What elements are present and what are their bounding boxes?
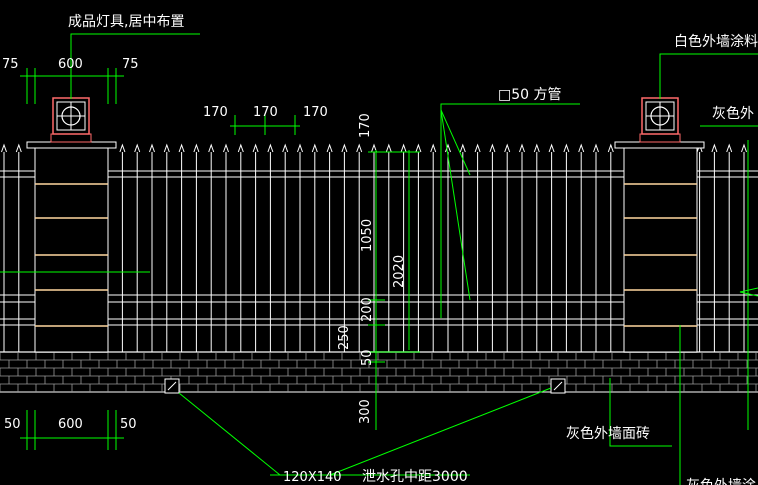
fence-bar-spike bbox=[134, 143, 141, 153]
brick-plinth bbox=[0, 351, 758, 392]
fence-bar-spike bbox=[356, 143, 363, 153]
dim-v-200: 200 bbox=[360, 297, 375, 322]
dim-top-left-b: 600 bbox=[58, 57, 83, 72]
leader-lines bbox=[0, 33, 758, 485]
bottom-cut-label: 灰色外墙涂 bbox=[686, 477, 756, 485]
fence-bar-spike bbox=[489, 143, 496, 153]
fence-bar-spike bbox=[1, 143, 7, 153]
square-tube-label: □50 方管 bbox=[498, 87, 562, 103]
fence-bar-spike bbox=[504, 143, 511, 153]
dim-top-left-a: 75 bbox=[2, 57, 19, 72]
drain-spacing-label: 泄水孔中距3000 bbox=[362, 469, 468, 485]
dim-v-250: 250 bbox=[337, 325, 352, 350]
gray-brick-label: 灰色外墙面砖 bbox=[566, 425, 650, 442]
dim-top-left-c: 75 bbox=[122, 57, 139, 72]
fence-bar-spike bbox=[400, 143, 407, 153]
fence-bar-spike bbox=[726, 143, 733, 153]
fence-bar-spike bbox=[237, 143, 244, 153]
lamp-note-label: 成品灯具,居中布置 bbox=[68, 14, 184, 30]
fence-bar-spike bbox=[326, 143, 333, 153]
fence-bar-spike bbox=[548, 143, 555, 153]
fence-bar-spike bbox=[208, 143, 215, 153]
fence-bar-spike bbox=[385, 143, 392, 153]
dim-bot-left-a: 50 bbox=[4, 417, 21, 432]
fence-bar-spike bbox=[282, 143, 289, 153]
dim-bar-c: 170 bbox=[303, 105, 328, 120]
fence-bar-spike bbox=[163, 143, 170, 153]
dim-v-300: 300 bbox=[358, 399, 373, 424]
dim-v-170: 170 bbox=[358, 113, 373, 138]
fence-bar-spike bbox=[415, 143, 422, 153]
fence-bar-spike bbox=[593, 143, 599, 153]
fence-bar-spike bbox=[149, 143, 155, 153]
pillar-right bbox=[614, 141, 705, 353]
fence-bar-spike bbox=[223, 143, 229, 153]
fence-bar-spike bbox=[252, 143, 259, 153]
drain-size-label: 120X140 bbox=[283, 470, 342, 485]
dim-v-50: 50 bbox=[360, 349, 375, 366]
fence-bar-spike bbox=[474, 143, 481, 153]
fence-bar-spike bbox=[15, 143, 22, 153]
lamp-fixture-icon bbox=[50, 97, 92, 143]
fence-bar-spike bbox=[519, 143, 525, 153]
dim-v-1050: 1050 bbox=[360, 219, 375, 252]
drain-hole-icon bbox=[164, 378, 180, 394]
drain-hole-icon bbox=[550, 378, 566, 394]
fence-bar-spike bbox=[563, 143, 570, 153]
fence-bar-spike bbox=[445, 143, 451, 153]
fence-bars bbox=[1, 143, 747, 352]
dim-bar-b: 170 bbox=[253, 105, 278, 120]
dim-v-2020: 2020 bbox=[392, 255, 407, 288]
dim-bar-a: 170 bbox=[203, 105, 228, 120]
fence-bar-spike bbox=[193, 143, 200, 153]
fence-bar-spike bbox=[341, 143, 348, 153]
fence-bar-spike bbox=[119, 143, 126, 153]
fence-bar-spike bbox=[607, 143, 614, 153]
lamp-fixture-icon bbox=[639, 97, 681, 143]
fence-bar-spike bbox=[578, 143, 585, 153]
dim-bot-left-b: 600 bbox=[58, 417, 83, 432]
fence-bar-spike bbox=[178, 143, 185, 153]
pillar-left bbox=[26, 141, 117, 353]
gray-top-label: 灰色外 bbox=[712, 105, 754, 122]
fence-bar-spike bbox=[711, 143, 718, 153]
fence-bar-spike bbox=[311, 143, 318, 153]
fence-bar-spike bbox=[741, 143, 747, 153]
fence-bar-spike bbox=[533, 143, 540, 153]
fence-bar-spike bbox=[267, 143, 274, 153]
fence-bar-spike bbox=[371, 143, 377, 153]
white-coating-label: 白色外墙涂料 bbox=[674, 33, 758, 50]
dim-bot-left-c: 50 bbox=[120, 417, 137, 432]
fence-bar-spike bbox=[430, 143, 437, 153]
fence-bar-spike bbox=[297, 143, 303, 153]
fence-bar-spike bbox=[459, 143, 466, 153]
